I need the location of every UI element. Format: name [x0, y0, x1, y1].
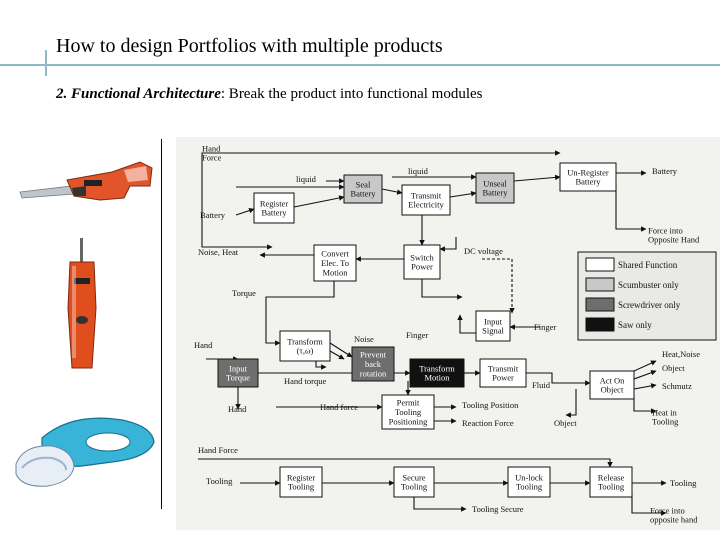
flow-label-schmutz: Schmutz: [662, 381, 692, 391]
title-rule: [0, 64, 720, 66]
legend-swatch: [586, 258, 614, 271]
flow-label-heat-noise: Heat,Noise: [662, 349, 700, 359]
scrubber-image: [12, 408, 160, 496]
legend-label: Saw only: [618, 320, 652, 330]
legend-label: Scumbuster only: [618, 280, 679, 290]
flow-label-reaction-force: Reaction Force: [462, 418, 514, 428]
flow-label-liquid-1: liquid: [408, 166, 429, 176]
product-separator: [161, 139, 162, 509]
flow-label-hand-force: Hand force: [320, 402, 358, 412]
subtitle-text: : Break the product into functional modu…: [221, 86, 483, 102]
flow-label-hand-out: Hand: [228, 404, 247, 414]
legend-swatch: [586, 318, 614, 331]
saw-image: [12, 150, 156, 210]
flow-label-object-in: Object: [554, 418, 577, 428]
flow-label-fluid: Fluid: [532, 380, 551, 390]
flow-label-torque: Torque: [232, 288, 256, 298]
legend-label: Screwdriver only: [618, 300, 681, 310]
flow-label-finger-1: Finger: [406, 330, 428, 340]
flow-label-tooling-secure: Tooling Secure: [472, 504, 524, 514]
title-rule-tick: [45, 50, 47, 76]
legend-label: Shared Function: [618, 260, 678, 270]
flow-label-hand-force-bottom: Hand Force: [198, 445, 238, 455]
subtitle-emphasis: 2. Functional Architecture: [56, 86, 221, 102]
flow-label-noise-heat: Noise, Heat: [198, 247, 239, 257]
slide-title: How to design Portfolios with multiple p…: [56, 35, 443, 58]
flow-label-tooling-left: Tooling: [206, 476, 233, 486]
flow-label-battery-right: Battery: [652, 166, 678, 176]
flow-label-finger-2: Finger: [534, 322, 556, 332]
box-label-transmit-electricity: TransmitElectricity: [408, 190, 444, 209]
legend-swatch: [586, 298, 614, 311]
flow-label-hand: Hand: [194, 340, 213, 350]
legend-swatch: [586, 278, 614, 291]
flow-label-object-out: Object: [662, 363, 685, 373]
flow-label-tooling-right: Tooling: [670, 478, 697, 488]
flow-label-liquid-2: liquid: [296, 174, 317, 184]
flow-label-noise: Noise: [354, 334, 374, 344]
flow-label-battery-left: Battery: [200, 210, 226, 220]
flow-label-tooling-position: Tooling Position: [462, 400, 519, 410]
screwdriver-image: [62, 238, 102, 374]
flow-label-hand-torque: Hand torque: [284, 376, 326, 386]
flow-label-dc-voltage: DC voltage: [464, 246, 503, 256]
slide-subtitle: 2. Functional Architecture: Break the pr…: [56, 86, 483, 103]
